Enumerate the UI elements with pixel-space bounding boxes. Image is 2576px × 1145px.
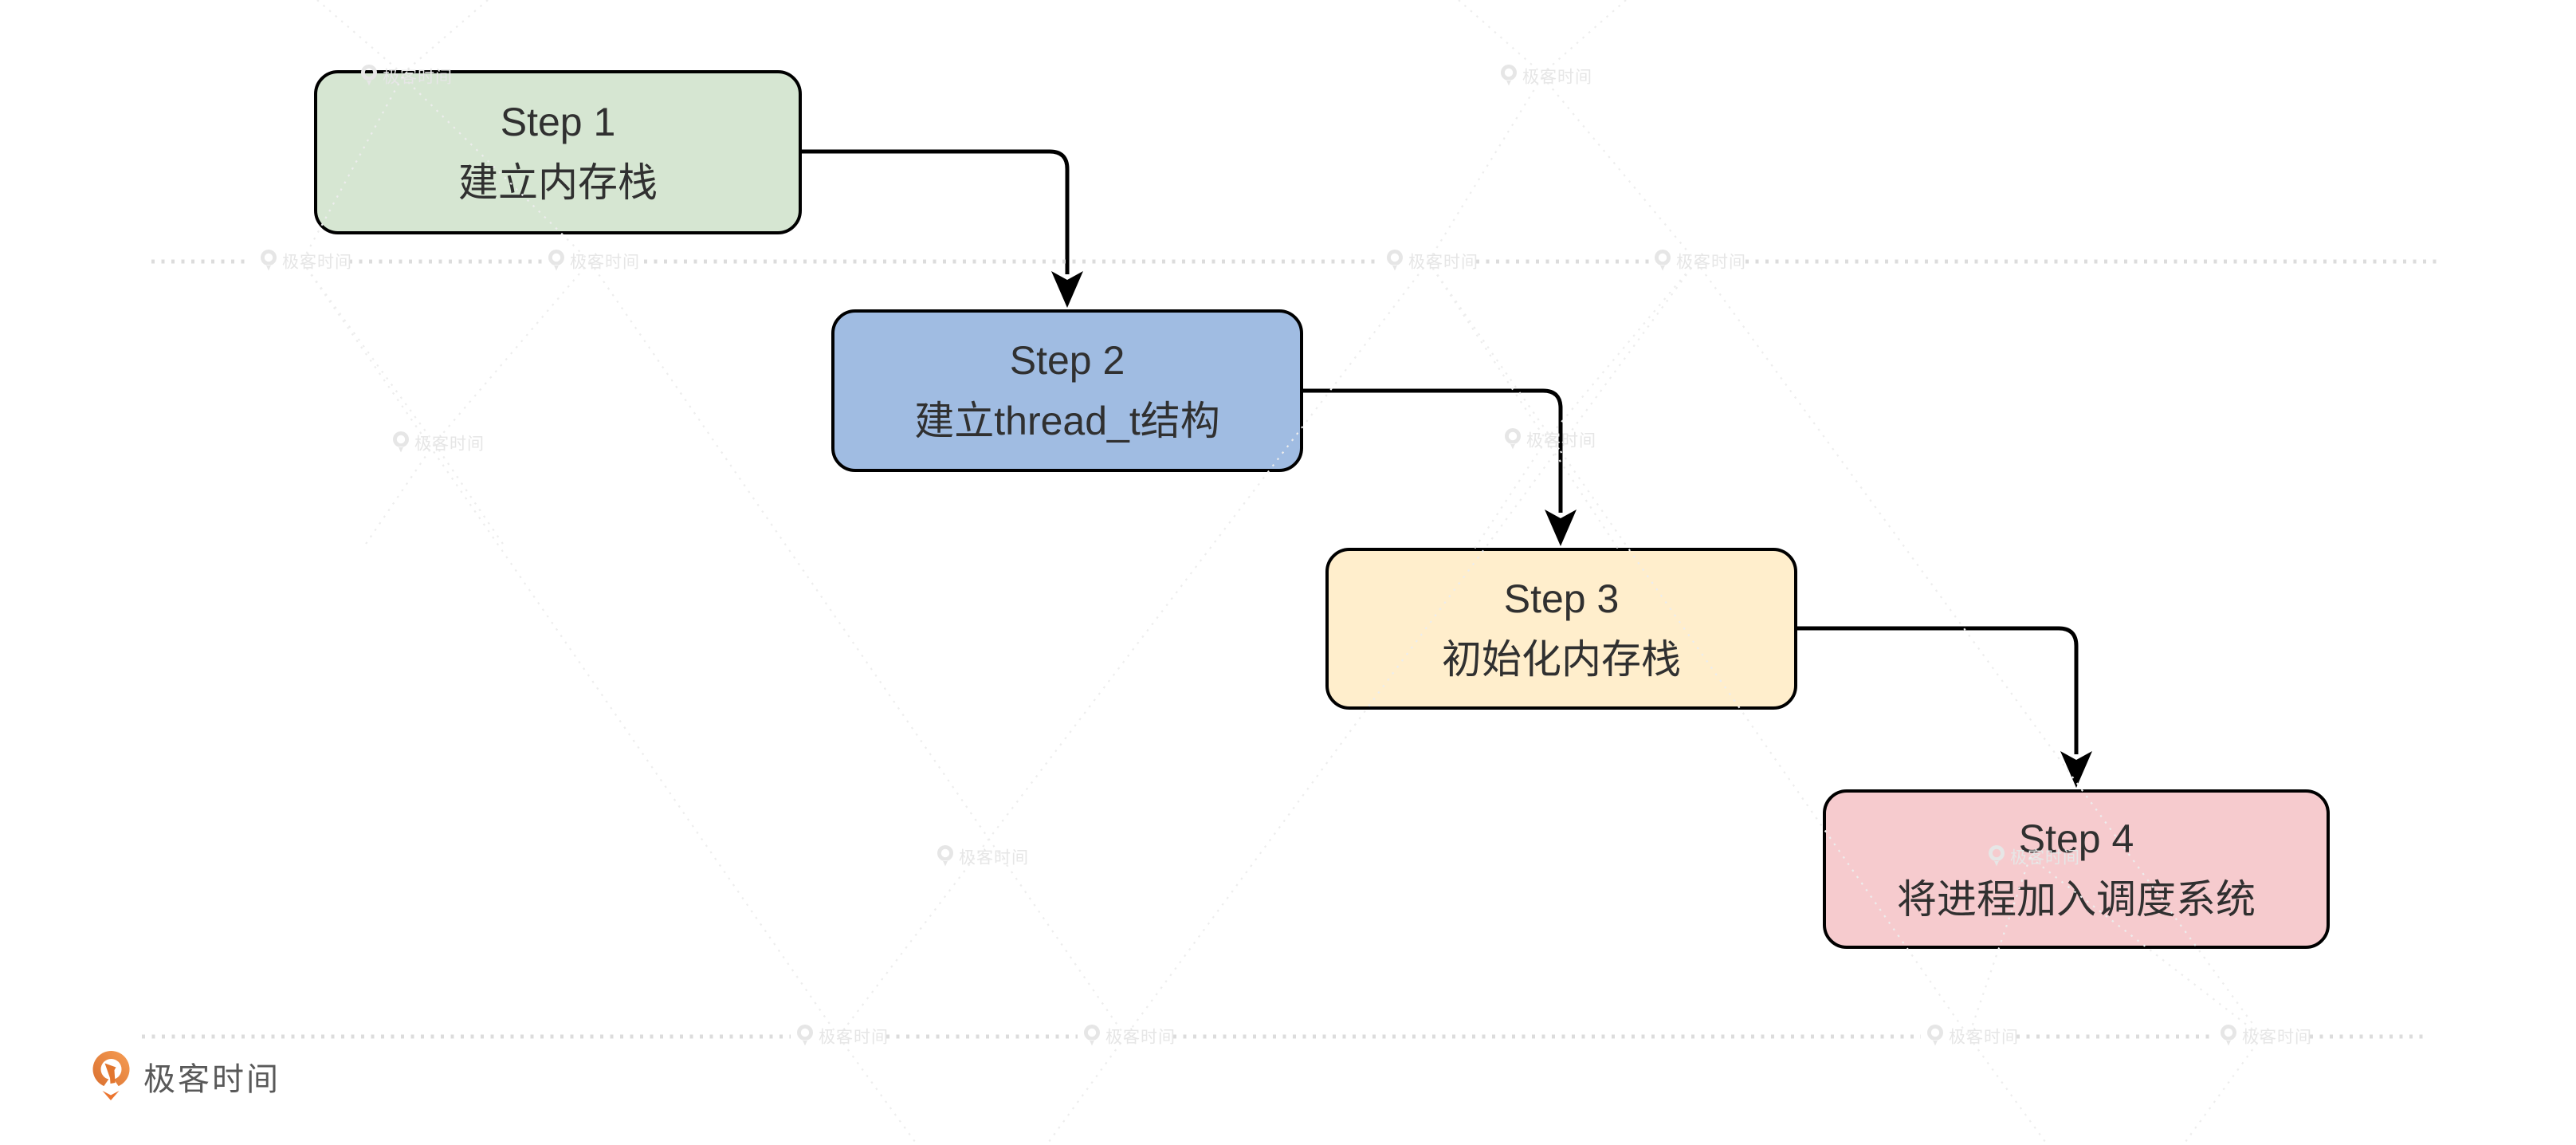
geektime-logo: 极客时间	[92, 1051, 281, 1102]
step-3-box: Step 3 初始化内存栈	[1325, 548, 1797, 710]
geektime-logo-text: 极客时间	[143, 1062, 281, 1097]
arrowhead-icon	[2060, 751, 2092, 788]
step-3-subtitle: 初始化内存栈	[1442, 636, 1681, 682]
step-3-title: Step 3	[1503, 576, 1620, 621]
step-2-title: Step 2	[1009, 338, 1125, 383]
step-2-box: Step 2 建立thread_t结构	[831, 309, 1303, 472]
step-4-subtitle: 将进程加入调度系统	[1897, 877, 2256, 922]
step-1-box: Step 1 建立内存栈	[314, 70, 802, 234]
geektime-pin-icon	[92, 1051, 130, 1100]
arrowhead-icon	[1545, 510, 1577, 546]
connector-arrow-2	[1303, 388, 1563, 513]
step-1-title: Step 1	[500, 100, 616, 144]
step-1-subtitle: 建立内存栈	[458, 160, 658, 205]
step-4-title: Step 4	[2018, 816, 2134, 861]
step-4-box: Step 4 将进程加入调度系统	[1823, 789, 2330, 949]
connector-arrow-3	[1797, 626, 2079, 754]
connector-arrow-1	[802, 149, 1070, 274]
arrowhead-icon	[1051, 271, 1083, 308]
step-2-subtitle: 建立thread_t结构	[914, 399, 1220, 443]
